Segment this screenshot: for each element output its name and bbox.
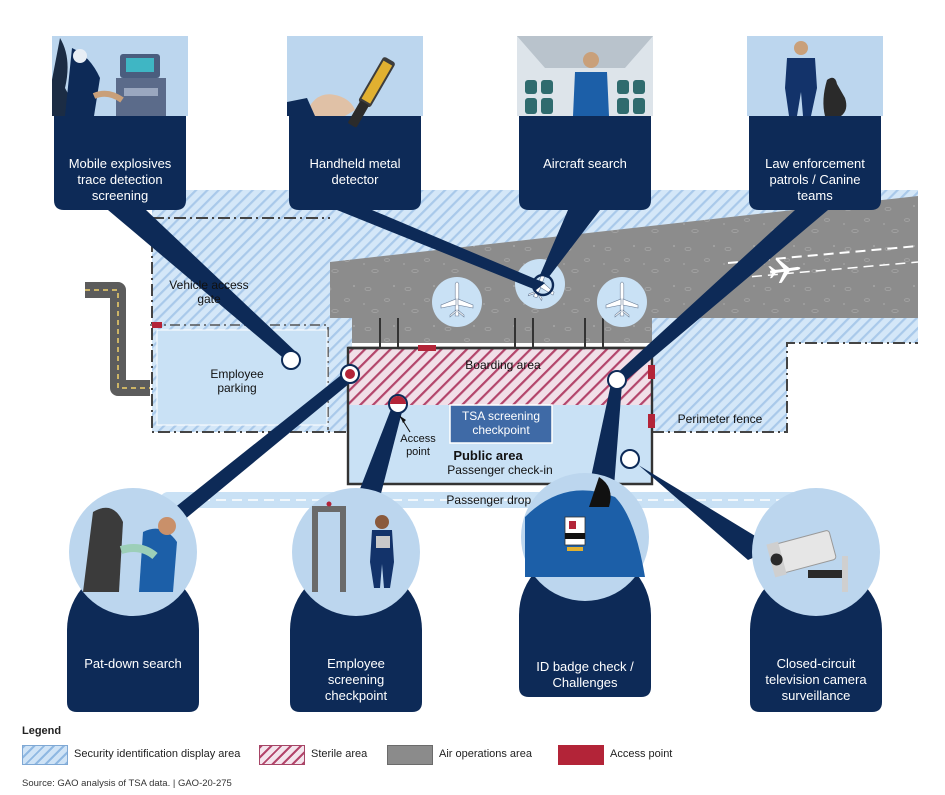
callout-line: ID badge check /: [536, 659, 634, 674]
legend-swatch: [22, 745, 68, 765]
tsa-checkpoint-box: [449, 404, 553, 444]
legend-label: Access point: [610, 748, 673, 760]
runway-plane-icon: [768, 258, 801, 284]
legend-label: Sterile area: [311, 748, 368, 760]
legend-title: Legend: [22, 725, 62, 737]
access-point-line: point: [406, 446, 430, 458]
callout-line: Law enforcement: [765, 156, 865, 171]
officer-with-dog-icon: [747, 36, 883, 116]
employee-parking-line: Employee: [210, 367, 264, 381]
legend-label: Security identification display area: [74, 748, 241, 760]
pat-down-icon: [69, 488, 197, 616]
passenger-dropoff-label: Passenger drop off: [446, 493, 548, 507]
callout-line: Challenges: [552, 675, 618, 690]
aircraft-cabin-search-icon: [517, 36, 653, 116]
svg-text:ID badge check /Challenges: ID badge check /Challenges: [536, 659, 634, 690]
callout-line: detector: [332, 172, 380, 187]
source-note: Source: GAO analysis of TSA data. | GAO-…: [22, 778, 232, 789]
cctv-camera-icon: [752, 488, 880, 616]
tsa-checkpoint-line: TSA screening: [462, 409, 540, 423]
callout-line: Mobile explosives: [69, 156, 172, 171]
access-point-line: Access: [400, 433, 436, 445]
metal-detector-wand-icon: [287, 36, 423, 128]
tsa-checkpoint-line: checkpoint: [472, 423, 530, 437]
passenger-checkin-label: Passenger check-in: [447, 463, 552, 477]
parked-plane-icon: [597, 277, 647, 327]
callout-line: television camera: [765, 672, 867, 687]
callout-aircraft-search: Aircraft search: [517, 36, 653, 210]
callout-leaders: [108, 210, 828, 560]
callout-line: screening: [328, 672, 384, 687]
callout-line: checkpoint: [325, 688, 388, 703]
gate-piers: [379, 318, 604, 348]
legend-swatch: [387, 745, 433, 765]
legend-swatch: [259, 745, 305, 765]
explosives-trace-scanner-icon: [52, 36, 188, 116]
access-point-markers: [152, 322, 655, 428]
callout-line: Closed-circuit: [777, 656, 856, 671]
legend-label: Air operations area: [439, 748, 532, 760]
svg-text:Pat-down search: Pat-down search: [84, 656, 182, 671]
runway: [727, 245, 919, 284]
callout-anchors: [281, 273, 640, 469]
sterile-area: [348, 348, 652, 405]
callout-line: Pat-down search: [84, 656, 182, 671]
callout-line: Handheld metal: [309, 156, 400, 171]
vehicle-gate-line: Vehicle access: [169, 278, 248, 292]
callout-line: patrols / Canine: [769, 172, 860, 187]
callout-line: screening: [92, 188, 148, 203]
callout-line: Aircraft search: [543, 156, 627, 171]
callout-line: teams: [797, 188, 833, 203]
parked-plane-icon: [432, 277, 482, 327]
public-area-label: Public area: [453, 448, 523, 463]
callout-line: surveillance: [782, 688, 851, 703]
svg-text:Aircraft search: Aircraft search: [543, 156, 627, 171]
terminal-building: [348, 405, 652, 484]
walkthrough-detector-icon: [292, 488, 420, 616]
legend-swatch: [558, 745, 604, 765]
legend: Legend Security identification display a…: [22, 725, 922, 775]
vehicle-gate-line: gate: [197, 292, 221, 306]
callout-id-badge: ID badge check /Challenges: [519, 473, 651, 697]
boarding-area-label: Boarding area: [465, 358, 541, 372]
callout-line: trace detection: [77, 172, 162, 187]
callout-pat-down: Pat-down search: [67, 488, 199, 712]
perimeter-fence-label: Perimeter fence: [678, 412, 763, 426]
id-badge-icon: [521, 473, 649, 601]
employee-parking-line: parking: [217, 381, 256, 395]
callout-line: Employee: [327, 656, 385, 671]
